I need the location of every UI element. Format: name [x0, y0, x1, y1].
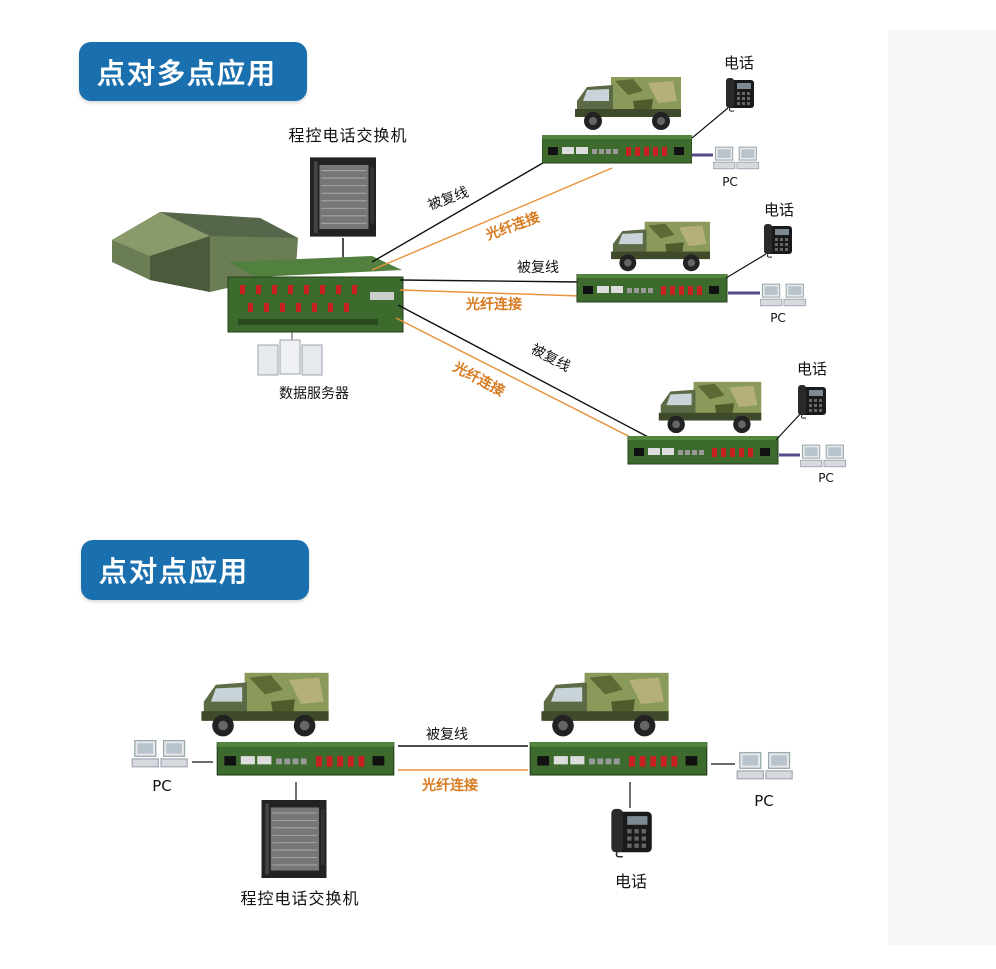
pc-label-3: PC: [818, 471, 834, 485]
fiber-label-2: 光纤连接: [465, 296, 522, 313]
truck-icon-2: [611, 221, 710, 272]
p2p-pc-label-left: PC: [152, 777, 172, 795]
fiber-link-3: [395, 317, 641, 443]
pc-icon-3: [800, 444, 847, 468]
phone-label-3: 电话: [797, 360, 827, 378]
section-banner-p2p: 点对点应用: [81, 540, 309, 600]
p2p-pc-label-right: PC: [754, 792, 774, 810]
p2p-rack-right: [529, 742, 708, 776]
fiber-link-2: [399, 289, 581, 297]
p2p-fiber-label: 光纤连接: [421, 777, 478, 794]
section-title-multipoint: 点对多点应用: [97, 56, 278, 90]
fiber-link-1: [371, 167, 613, 271]
p2p-cable-label: 被复线: [426, 726, 468, 743]
p2p-diagram: PC 程控电话交换机 被复线 光纤连接 PC 电话: [131, 672, 793, 908]
pc-label-2: PC: [770, 311, 786, 325]
truck-icon-1: [575, 77, 681, 130]
p2p-pc-icon-right: [736, 751, 793, 780]
pc-label-1: PC: [722, 175, 738, 189]
p2p-pc-icon-left: [131, 739, 188, 768]
cable-label-3: 被复线: [528, 341, 573, 376]
p2p-rack-left: [216, 742, 395, 776]
terminal-rack-2: [576, 274, 728, 303]
cable-label-2: 被复线: [517, 259, 559, 276]
cable-link-3: [397, 304, 651, 439]
pc-icon-1: [713, 146, 760, 170]
p2p-truck-right: [541, 672, 669, 737]
central-switch: [227, 256, 404, 333]
pbx-top-label: 程控电话交换机: [288, 126, 407, 145]
terminal-rack-3: [627, 436, 779, 465]
phone-label-2: 电话: [764, 201, 794, 219]
p2p-pbx-cabinet: [260, 800, 328, 878]
multipoint-diagram: 数据服务器 程控电话交换机 被复线 光纤连接 被复线 光纤连接 被复线 光纤连接…: [112, 54, 847, 485]
cable-link-2: [399, 279, 583, 283]
phone-icon-1: [726, 77, 755, 112]
phone-icon-2: [764, 223, 793, 258]
cable-link-1: [371, 159, 549, 263]
right-margin-strip: [888, 30, 996, 945]
phone-icon-3: [798, 384, 827, 419]
terminal-rack-1: [542, 135, 692, 164]
truck-icon-3: [658, 381, 762, 434]
p2p-truck-left: [201, 672, 329, 737]
p2p-phone-icon: [610, 808, 653, 858]
p2p-pbx-label: 程控电话交换机: [240, 889, 359, 908]
fiber-label-3: 光纤连接: [449, 358, 507, 400]
pc-icon-2: [760, 283, 807, 307]
pbx-cabinet-top: [310, 156, 376, 238]
data-server-label: 数据服务器: [279, 386, 349, 402]
p2p-phone-label: 电话: [615, 872, 647, 891]
data-server-icon: [257, 339, 323, 376]
section-title-p2p: 点对点应用: [99, 555, 250, 588]
fiber-label-1: 光纤连接: [483, 209, 542, 244]
section-banner-multipoint: 点对多点应用: [79, 42, 307, 101]
phone-label-1: 电话: [724, 54, 754, 72]
